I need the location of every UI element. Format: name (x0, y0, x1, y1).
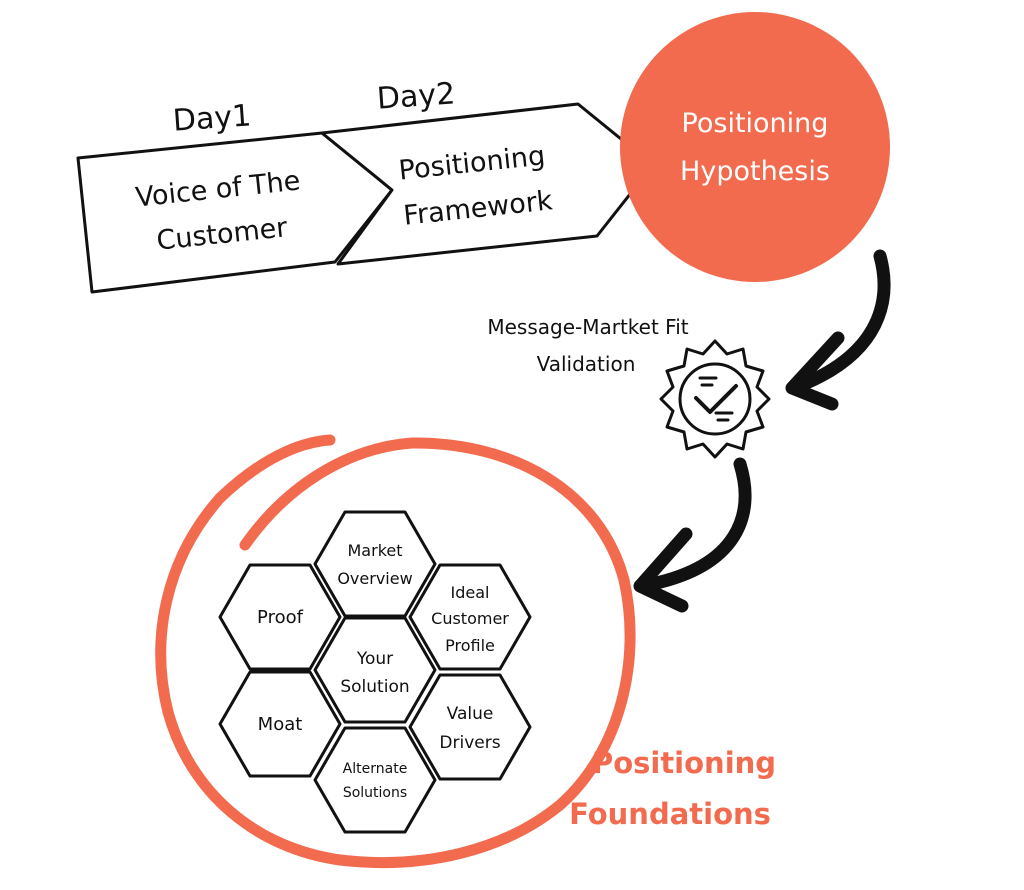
day1-chevron-shape (76, 131, 394, 294)
validation-line2: Validation (537, 352, 636, 376)
foundations-line2: Foundations (569, 797, 771, 831)
hex-label-line2: Solution (340, 677, 409, 697)
hex-shape (313, 510, 437, 618)
hex-shape (218, 670, 342, 778)
hex-label-line1: Moat (258, 714, 303, 735)
check-mark (694, 384, 738, 414)
hex-label-line1: Market (348, 541, 403, 560)
hex-label-line3: Profile (445, 636, 495, 655)
hypothesis-line2: Hypothesis (680, 156, 830, 187)
hex-proof: Proof (218, 563, 342, 671)
hex-label-line2: Drivers (439, 733, 500, 753)
day2-chevron-shape (320, 102, 655, 266)
validation-line1: Message-Martket Fit (487, 315, 688, 339)
validation-step: Message-Martket Fit Validation (487, 315, 771, 459)
arrow-head (785, 331, 845, 411)
hexagon-cluster: Market Overview Ideal Customer Profile P… (218, 510, 532, 834)
hex-market-overview: Market Overview (313, 510, 437, 618)
hypothesis-node: Positioning Hypothesis (620, 12, 890, 282)
foundations-line1: Positioning (592, 746, 776, 780)
hex-ideal-customer-profile: Ideal Customer Profile (408, 563, 532, 671)
hex-shape (313, 616, 437, 724)
hex-value-drivers: Value Drivers (408, 673, 532, 781)
hex-label-line1: Ideal (451, 583, 490, 602)
day1-label: Day1 (172, 98, 253, 138)
foundations-encircle-stroke (155, 434, 636, 868)
hex-label-line1: Value (447, 704, 494, 724)
hex-label-line2: Customer (431, 609, 509, 628)
foundations-label: Positioning Foundations (569, 746, 776, 831)
badge-scalloped-outline (659, 339, 771, 459)
hex-shape (313, 726, 437, 834)
hex-moat: Moat (218, 670, 342, 778)
arrow-shaft (645, 457, 752, 591)
hypothesis-circle (620, 12, 890, 282)
hex-alternate-solutions: Alternate Solutions (313, 726, 437, 834)
phase-chevrons: Day1 Day2 Voice of The Customer Position… (76, 76, 655, 294)
hex-label-line1: Proof (257, 607, 304, 628)
verified-badge-icon (659, 339, 771, 459)
arrow-shaft (797, 249, 891, 391)
hex-label-line2: Overview (337, 569, 412, 588)
day2-label: Day2 (376, 76, 457, 116)
badge-inner-circle (678, 362, 752, 436)
curved-arrow-to-foundations (633, 457, 752, 613)
curved-arrow-to-validation (785, 249, 891, 411)
arrow-head (633, 527, 693, 613)
hex-label-line2: Solutions (343, 785, 407, 801)
hypothesis-line1: Positioning (682, 108, 829, 139)
hex-shape (218, 563, 342, 671)
hex-label-line1: Alternate (343, 761, 408, 777)
hex-your-solution: Your Solution (313, 616, 437, 724)
hex-shape (408, 563, 532, 671)
hex-shape (408, 673, 532, 781)
hex-label-line1: Your (356, 649, 393, 669)
